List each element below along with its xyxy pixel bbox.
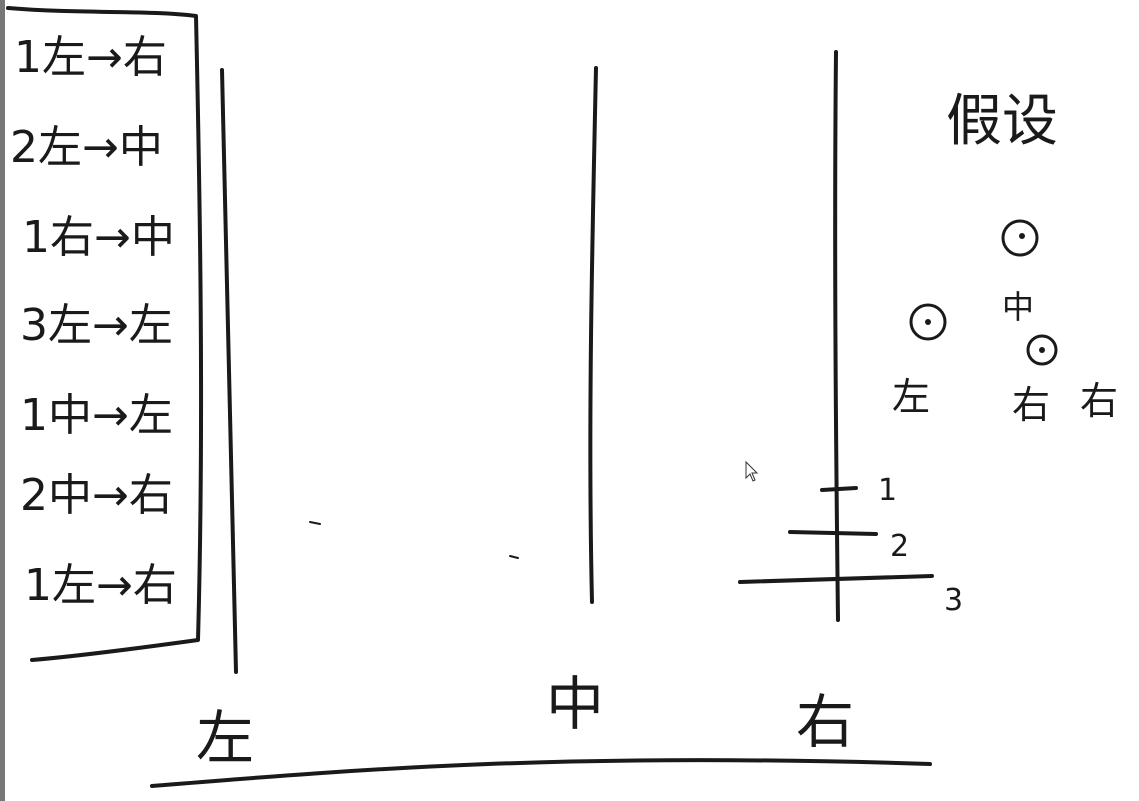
step-7: 1左→右: [24, 560, 177, 611]
example-title: 假设: [946, 89, 1058, 154]
disk-2: [788, 530, 878, 536]
step-6: 2中→右: [20, 470, 173, 521]
peg-middle-label: 中: [546, 670, 604, 738]
disk-1-number: 1: [878, 473, 897, 508]
peg-middle-line: [588, 66, 598, 604]
example-middle-label: 中: [1002, 288, 1034, 326]
peg-left-label: 左: [196, 704, 254, 772]
peg-left-line: [220, 68, 238, 674]
disk-stack: 1 2 3: [738, 473, 963, 618]
cursor-arrow-icon: [745, 460, 759, 482]
step-2: 2左→中: [10, 122, 163, 173]
circle-dot-icon: [1026, 334, 1058, 366]
example-sketch: 假设 中 左 右 右: [892, 89, 1118, 427]
example-right-label-a: 右: [1012, 383, 1050, 427]
step-3: 1右→中: [22, 212, 175, 263]
example-right-label-b: 右: [1080, 379, 1118, 423]
step-5: 1中→左: [20, 390, 173, 441]
example-left-label: 左: [892, 375, 930, 419]
ground-line: [150, 758, 932, 788]
peg-right-line: [833, 50, 840, 622]
disk-3-number: 3: [944, 583, 963, 618]
disk-1: [820, 486, 858, 492]
peg-right-label: 右: [796, 688, 854, 756]
disk-2-number: 2: [890, 529, 909, 564]
disk-3: [738, 574, 934, 584]
stray-mark: [509, 555, 519, 559]
step-4: 3左→左: [20, 300, 173, 351]
circle-dot-icon: [1001, 219, 1039, 257]
steps-list: 1左→右 2左→中 1右→中 3左→左 1中→左 2中→右 1左→右: [10, 32, 177, 611]
steps-box-border: [6, 6, 204, 662]
left-screen-edge: [0, 0, 5, 801]
step-1: 1左→右: [14, 32, 167, 83]
circle-dot-icon: [909, 303, 947, 341]
stray-mark: [309, 521, 321, 525]
